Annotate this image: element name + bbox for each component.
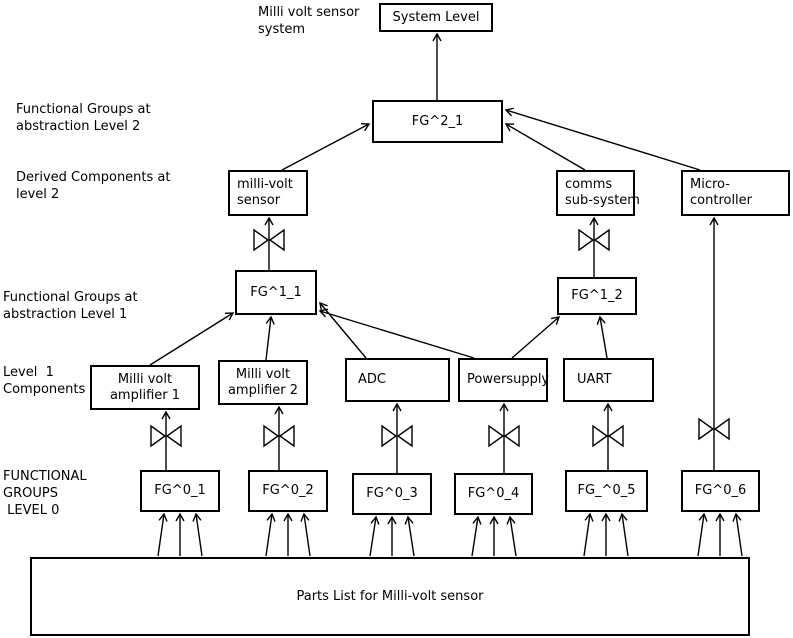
- parts-arrow: [369, 515, 380, 557]
- bowtie-icon-adc: [381, 424, 413, 448]
- node-powersupply: Powersupply: [458, 358, 549, 402]
- node-fg0-5: FG_^0_5: [565, 470, 648, 512]
- parts-arrow: [192, 512, 203, 557]
- edge-micro-to-fg2-1: [504, 107, 701, 171]
- parts-arrows-fg0-1: [157, 512, 203, 557]
- edge-amp2-to-fg1-1: [265, 315, 275, 361]
- edge-comms-to-fg2-1: [504, 123, 586, 171]
- node-milli-volt-sensor: milli-volt sensor: [228, 170, 308, 216]
- node-fg2-1: FG^2_1: [372, 100, 503, 143]
- node-fg0-1: FG^0_1: [140, 470, 220, 512]
- fg-level0-label: FUNCTIONAL GROUPS LEVEL 0: [3, 469, 87, 519]
- system-note-label: Milli volt sensor system: [258, 5, 360, 38]
- node-fg0-4: FG^0_4: [454, 473, 533, 515]
- node-adc: ADC: [345, 358, 450, 402]
- node-fg0-2: FG^0_2: [248, 470, 328, 512]
- parts-arrow: [697, 512, 708, 557]
- parts-arrow: [618, 512, 629, 557]
- bowtie-icon-amp2: [263, 424, 295, 448]
- bowtie-icon-micro: [698, 417, 730, 441]
- node-comms-sub-system: comms sub-system: [556, 170, 640, 216]
- derived-level2-label: Derived Components at level 2: [16, 170, 171, 203]
- node-fg0-3: FG^0_3: [352, 473, 432, 515]
- parts-arrow: [471, 515, 482, 557]
- parts-arrows-fg0-5: [583, 512, 629, 557]
- parts-arrows-fg0-4: [471, 515, 517, 557]
- parts-arrow: [157, 512, 168, 557]
- parts-arrow: [583, 512, 594, 557]
- parts-arrow: [732, 512, 743, 557]
- edge-adc-to-fg1-1: [319, 301, 367, 359]
- node-fg1-1: FG^1_1: [235, 270, 317, 315]
- parts-arrow: [404, 515, 415, 557]
- fg-level1-label: Functional Groups at abstraction Level 1: [3, 290, 138, 323]
- node-micro-controller: Micro- controller: [681, 170, 790, 216]
- fg-level2-label: Functional Groups at abstraction Level 2: [16, 102, 151, 135]
- bowtie-icon-mv-sensor: [253, 228, 285, 252]
- node-milli-volt-amplifier-1: Milli volt amplifier 1: [90, 365, 200, 410]
- node-fg0-6: FG^0_6: [681, 470, 760, 512]
- edge-uart-to-fg1-2: [596, 315, 608, 359]
- node-milli-volt-amplifier-2: Milli volt amplifier 2: [218, 360, 308, 405]
- node-fg1-2: FG^1_2: [557, 277, 637, 315]
- edge-powersupply-to-fg1-2: [511, 316, 561, 359]
- bowtie-icon-comms: [578, 228, 610, 252]
- bowtie-icon-amp1: [150, 424, 182, 448]
- bowtie-icon-powersupply: [488, 424, 520, 448]
- node-uart: UART: [563, 358, 654, 402]
- bowtie-icon-uart: [592, 424, 624, 448]
- edge-amp1-to-fg1-1: [149, 312, 235, 366]
- edge-powersupply-to-fg1-1: [318, 308, 475, 359]
- parts-arrows-fg0-6: [697, 512, 743, 557]
- parts-arrows-fg0-3: [369, 515, 415, 557]
- node-system-level: System Level: [379, 3, 493, 32]
- components-level1-label: Level 1 Components: [3, 365, 86, 398]
- edge-mv-sensor-to-fg2-1: [281, 123, 371, 171]
- parts-arrow: [300, 512, 311, 557]
- parts-arrow: [506, 515, 517, 557]
- parts-arrow: [265, 512, 276, 557]
- parts-arrows-fg0-2: [265, 512, 311, 557]
- node-parts-list: Parts List for Milli-volt sensor: [30, 557, 750, 636]
